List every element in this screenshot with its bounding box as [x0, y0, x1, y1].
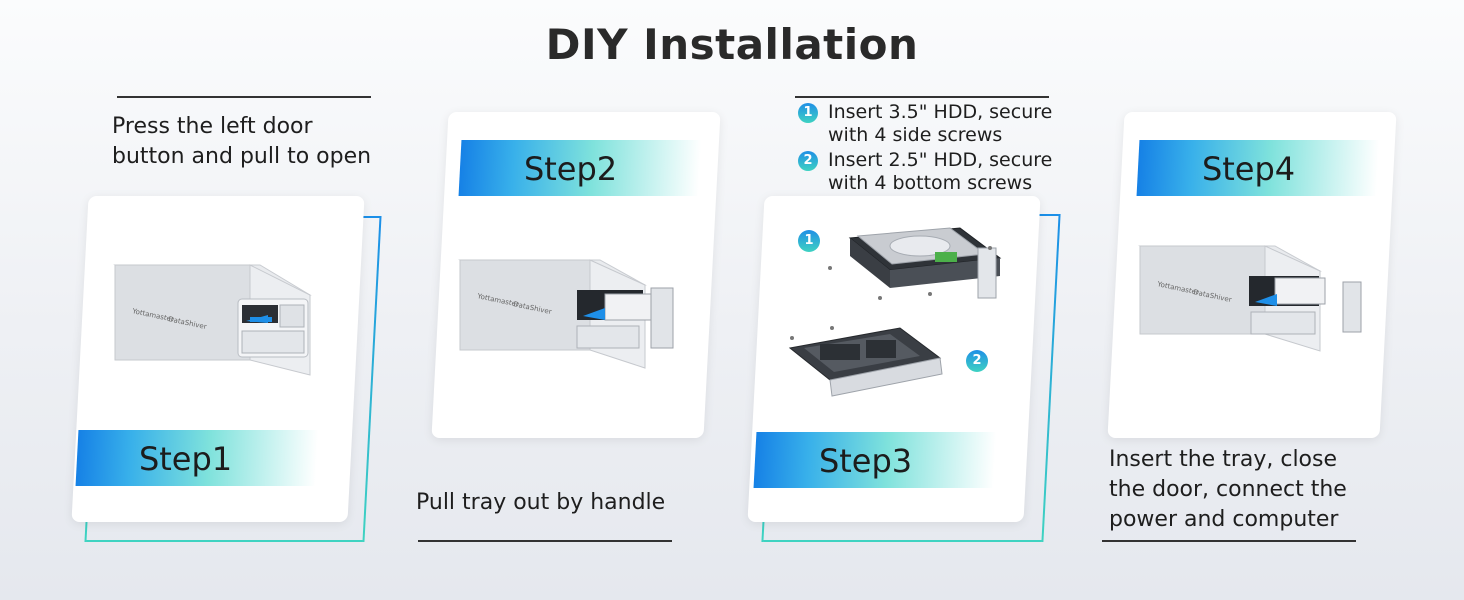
step3-instruction-2-line-2: with 4 bottom screws: [828, 172, 1033, 194]
step3-badge-2: 2: [966, 350, 988, 372]
step4-caption-line-2: the door, connect the: [1109, 477, 1347, 502]
step3-instruction-1-line-2: with 4 side screws: [828, 124, 1003, 146]
step3-instruction-2-line-1: Insert 2.5" HDD, secure: [828, 149, 1053, 171]
step1-top-rule: [117, 96, 371, 98]
step4-label: Step4: [1201, 150, 1296, 188]
step3-instruction-2: 2 Insert 2.5" HDD, secure with 4 bottom …: [796, 149, 1052, 195]
step2-bottom-rule: [418, 540, 672, 542]
step1-caption-line-2: button and pull to open: [112, 144, 372, 169]
page-title: DIY Installation: [545, 20, 919, 69]
step2-caption: Pull tray out by handle: [416, 488, 665, 518]
step4-bottom-rule: [1102, 540, 1356, 542]
step3-instruction-1: 1 Insert 3.5" HDD, secure with 4 side sc…: [796, 101, 1052, 147]
step3-banner: Step3: [753, 432, 997, 488]
step3-instruction-1-number: 1: [798, 103, 818, 123]
step2-label: Step2: [523, 150, 618, 188]
step2-caption-line-1: Pull tray out by handle: [416, 490, 666, 515]
step3-badge-1: 1: [798, 230, 820, 252]
step2-banner: Step2: [458, 140, 702, 196]
step1-banner: Step1: [75, 430, 319, 486]
step1-enclosure-illustration: Yottamaster DataShiver: [113, 264, 312, 376]
step3-label: Step3: [818, 442, 913, 480]
step4-caption-line-3: power and computer: [1109, 507, 1339, 532]
step4-caption: Insert the tray, close the door, connect…: [1109, 445, 1347, 535]
step3-top-rule: [795, 96, 1049, 98]
step2-enclosure-illustration: Yottamaster DataShiver: [458, 259, 674, 369]
step4-caption-line-1: Insert the tray, close: [1109, 447, 1338, 472]
step1-label: Step1: [138, 440, 233, 478]
step4-banner: Step4: [1136, 140, 1380, 196]
step4-enclosure-illustration: Yottamaster DataShiver: [1138, 245, 1362, 352]
step1-caption-line-1: Press the left door: [112, 114, 313, 139]
step1-caption: Press the left door button and pull to o…: [112, 112, 371, 172]
step3-instruction-1-line-1: Insert 3.5" HDD, secure: [828, 101, 1053, 123]
step3-instruction-2-number: 2: [798, 151, 818, 171]
step3-instructions: 1 Insert 3.5" HDD, secure with 4 side sc…: [796, 101, 1052, 197]
step3-hdd-tray-illustration: [788, 227, 1002, 397]
